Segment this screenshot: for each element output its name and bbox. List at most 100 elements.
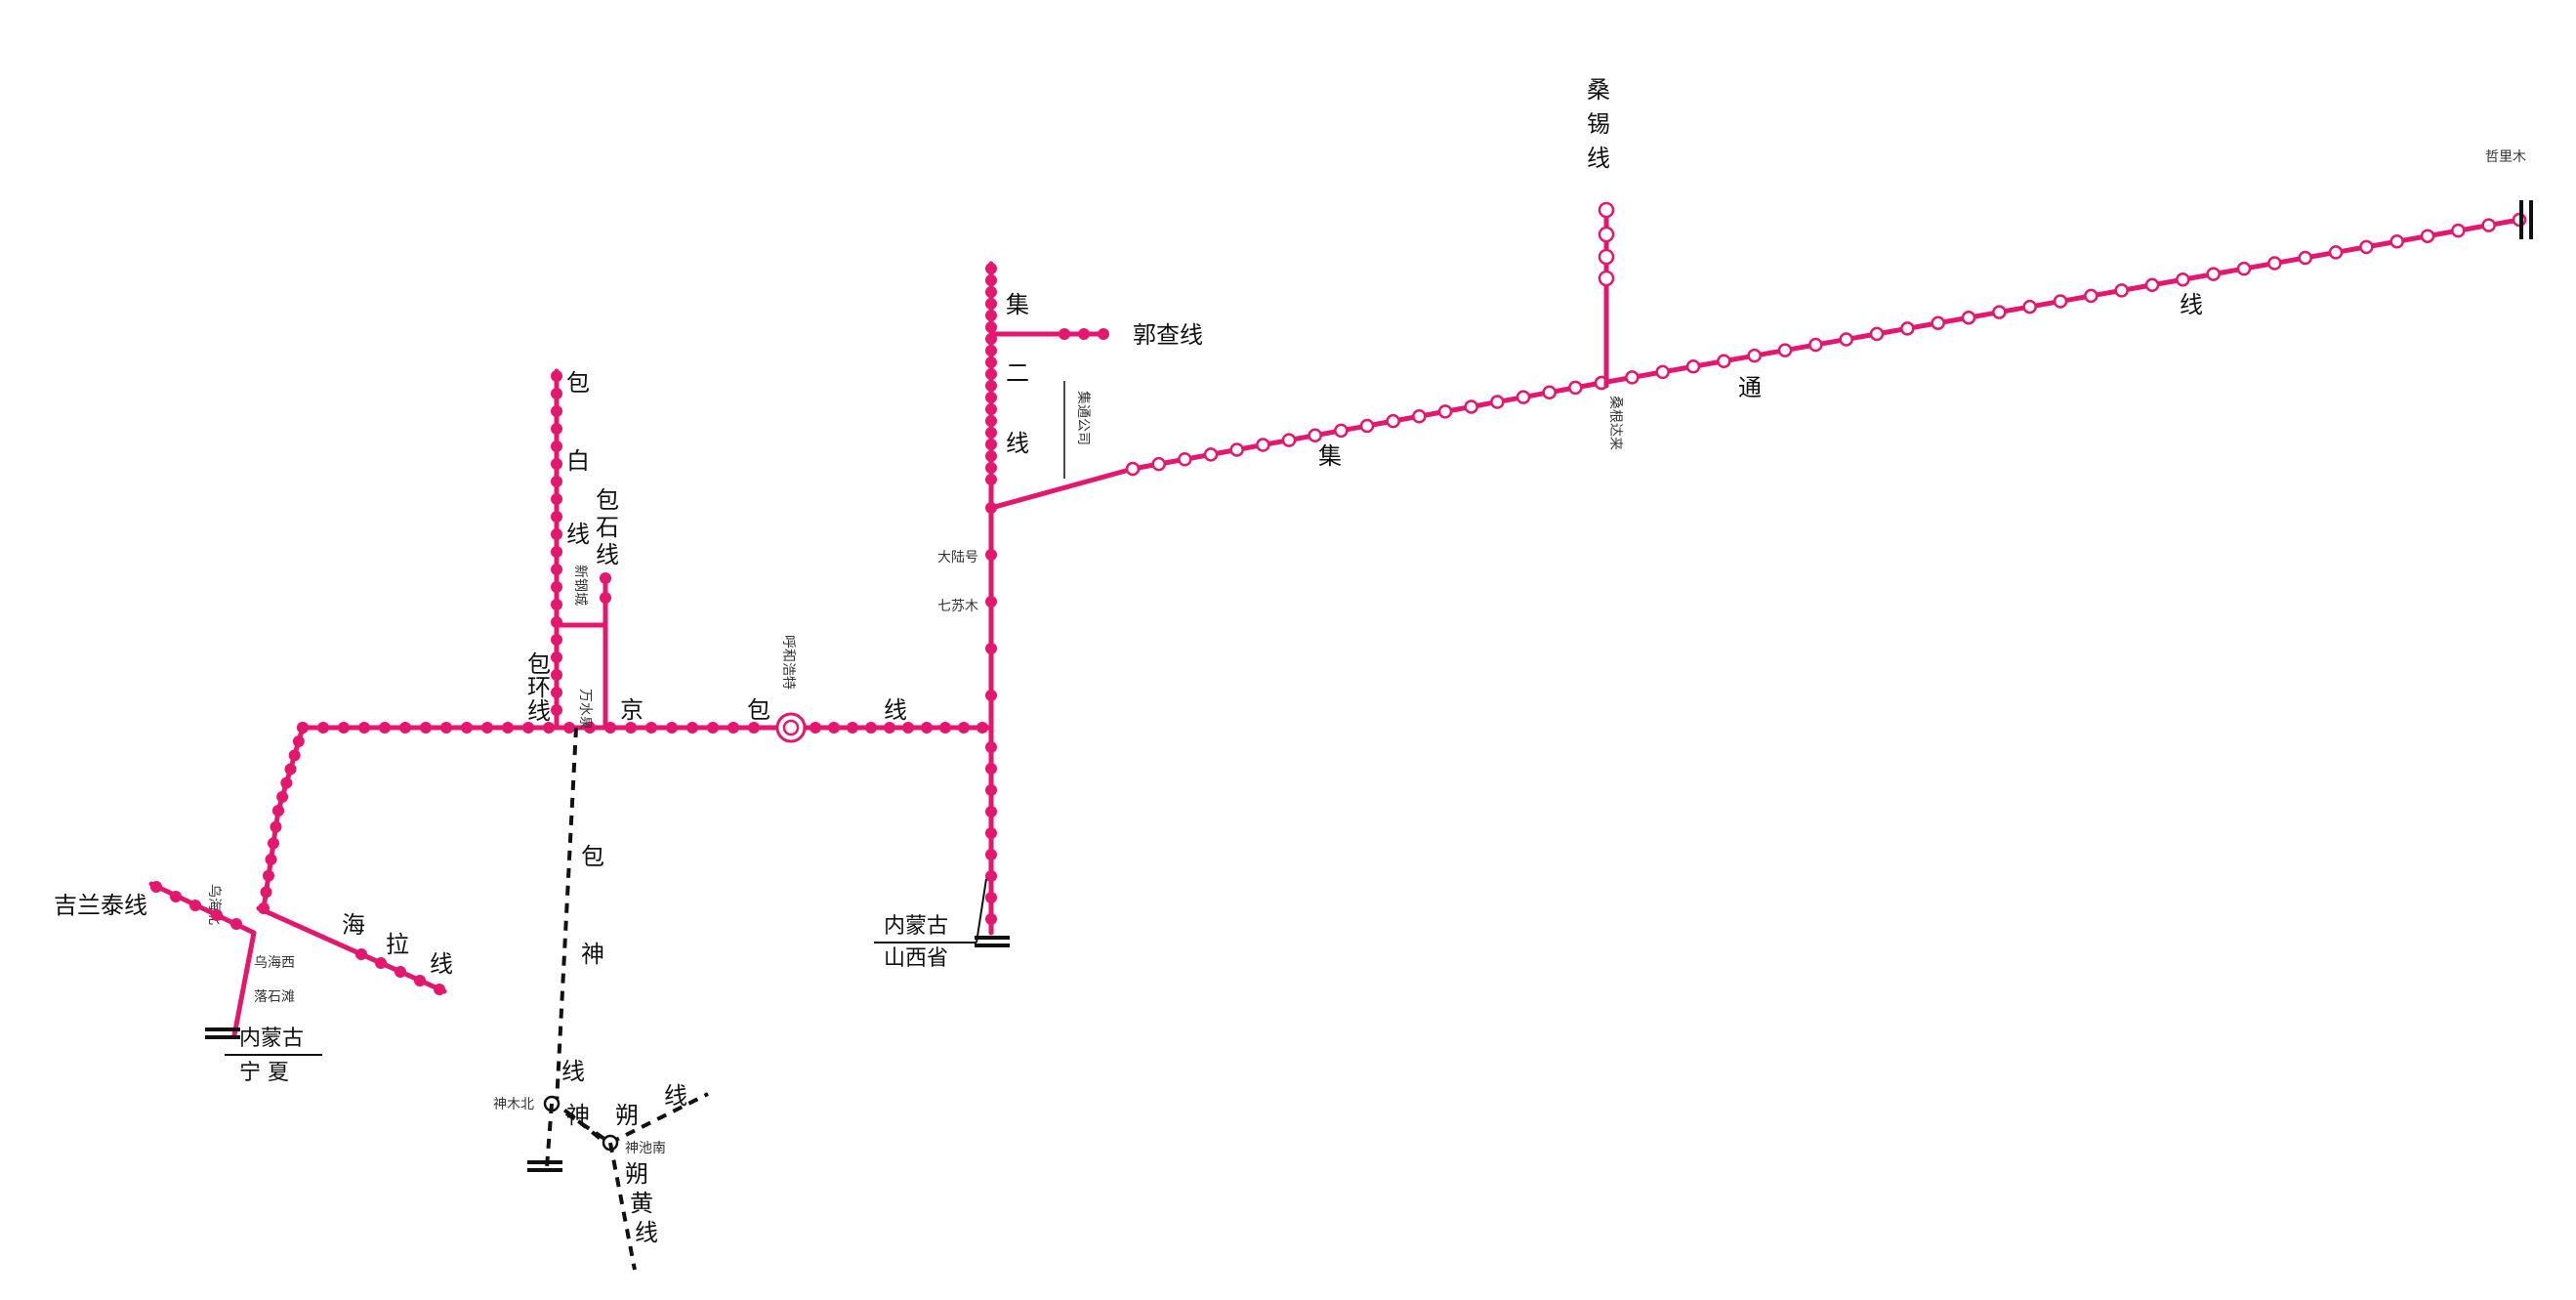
baobai-station[interactable] <box>551 599 562 610</box>
jier-station[interactable] <box>985 368 997 380</box>
jingbao-station[interactable] <box>543 722 555 734</box>
jitong-station[interactable] <box>1869 326 1885 342</box>
jier-station[interactable] <box>985 427 997 439</box>
west-station[interactable] <box>288 749 301 762</box>
jingbao-station[interactable] <box>502 722 514 734</box>
jingbao-station[interactable] <box>958 722 970 734</box>
jier-station[interactable] <box>985 263 997 274</box>
jitong-station[interactable] <box>1229 442 1244 457</box>
baobai-station[interactable] <box>551 669 562 681</box>
jitong-station[interactable] <box>2359 239 2374 255</box>
south-station[interactable] <box>985 827 997 839</box>
baobai-station[interactable] <box>551 704 562 716</box>
jingbao-station[interactable] <box>584 722 596 734</box>
jier-station[interactable] <box>985 643 997 654</box>
jitong-station[interactable] <box>1334 423 1349 439</box>
jitong-station[interactable] <box>1464 399 1478 414</box>
baobai-station[interactable] <box>551 511 562 523</box>
jingbao-station[interactable] <box>865 722 877 734</box>
jingbao-station[interactable] <box>440 722 452 734</box>
jingbao-station[interactable] <box>902 722 914 734</box>
jier-station[interactable] <box>985 286 997 298</box>
jitong-station[interactable] <box>1625 370 1640 385</box>
jitong-station[interactable] <box>1125 461 1141 477</box>
jingbao-station[interactable] <box>666 722 678 734</box>
jingbao-station[interactable] <box>481 722 493 734</box>
west-station[interactable] <box>263 869 274 882</box>
jitong-station[interactable] <box>1203 447 1219 462</box>
baobai-station[interactable] <box>551 493 562 505</box>
jingbao-station[interactable] <box>420 722 432 734</box>
jitong-station[interactable] <box>1437 404 1453 419</box>
jier-station[interactable] <box>985 310 997 321</box>
jingbao-station[interactable] <box>358 722 370 734</box>
jitong-station[interactable] <box>1386 413 1400 429</box>
jitong-station[interactable] <box>2022 299 2037 315</box>
baobai-station[interactable] <box>551 564 562 575</box>
jitong-station[interactable] <box>2053 294 2068 309</box>
west-station[interactable] <box>276 790 289 803</box>
jier-station[interactable] <box>985 596 997 608</box>
jingbao-station[interactable] <box>976 722 988 734</box>
jitong-station[interactable] <box>1256 438 1270 452</box>
jitong-station[interactable] <box>1808 337 1823 353</box>
west-station[interactable] <box>280 776 293 789</box>
jingbao-station[interactable] <box>522 722 534 734</box>
jitong-station[interactable] <box>1516 390 1531 404</box>
jier-station[interactable] <box>985 345 997 356</box>
jingbao-station[interactable] <box>317 722 329 734</box>
jitong-station[interactable] <box>1151 456 1166 472</box>
baobai-station[interactable] <box>551 476 562 487</box>
jitong-station[interactable] <box>2206 267 2221 281</box>
jier-station[interactable] <box>985 274 997 286</box>
south-station[interactable] <box>985 763 997 775</box>
baobai-station[interactable] <box>551 634 562 646</box>
jier-station[interactable] <box>985 502 997 514</box>
jier-station[interactable] <box>985 298 997 310</box>
jitong-station[interactable] <box>2236 261 2252 276</box>
jitong-station[interactable] <box>2481 218 2496 232</box>
baobai-station[interactable] <box>551 405 562 417</box>
south-station[interactable] <box>985 870 997 882</box>
baobai-station[interactable] <box>551 388 562 399</box>
jingbao-station[interactable] <box>625 722 637 734</box>
jingbao-station[interactable] <box>847 722 858 734</box>
west-station[interactable] <box>260 886 272 899</box>
jingbao-station[interactable] <box>686 722 698 734</box>
jingbao-station[interactable] <box>707 722 719 734</box>
jier-station[interactable] <box>985 474 997 485</box>
jitong-station[interactable] <box>2144 277 2160 293</box>
jitong-station[interactable] <box>1717 354 1731 368</box>
west-station[interactable] <box>268 837 279 850</box>
jitong-station[interactable] <box>2084 288 2098 304</box>
jitong-station[interactable] <box>2298 250 2312 266</box>
jier-station[interactable] <box>985 462 997 474</box>
south-station[interactable] <box>985 892 997 903</box>
jitong-station[interactable] <box>1685 359 1701 374</box>
baobai-station[interactable] <box>551 528 562 540</box>
jingbao-station[interactable] <box>338 722 350 734</box>
jitong-station[interactable] <box>2176 272 2190 287</box>
jitong-station[interactable] <box>1900 321 1915 336</box>
west-station[interactable] <box>270 820 282 833</box>
south-station[interactable] <box>985 784 997 796</box>
jitong-station[interactable] <box>1961 310 1976 325</box>
jitong-station[interactable] <box>1747 348 1762 363</box>
south-station[interactable] <box>985 741 997 753</box>
baobai-station[interactable] <box>551 651 562 663</box>
jitong-station[interactable] <box>1412 408 1427 424</box>
jitong-station[interactable] <box>2389 234 2404 249</box>
jingbao-station[interactable] <box>645 722 657 734</box>
jitong-station[interactable] <box>2328 245 2344 260</box>
west-station[interactable] <box>265 854 277 865</box>
jingbao-station[interactable] <box>828 722 840 734</box>
baobai-station[interactable] <box>551 581 562 593</box>
jier-station[interactable] <box>985 690 997 701</box>
west-station[interactable] <box>272 805 284 817</box>
jingbao-station[interactable] <box>379 722 391 734</box>
jier-station[interactable] <box>985 380 997 392</box>
jingbao-station[interactable] <box>921 722 933 734</box>
baobai-station[interactable] <box>551 370 562 382</box>
jier-station[interactable] <box>985 321 997 333</box>
jier-station[interactable] <box>985 403 997 415</box>
